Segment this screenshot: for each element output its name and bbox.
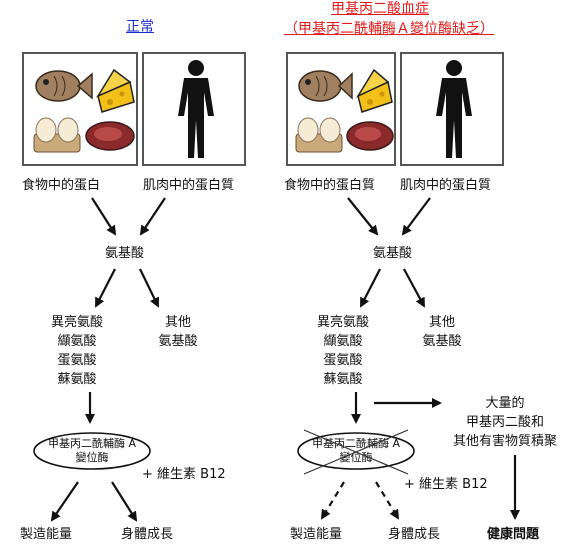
disease-accumulation-line: 甲基丙二酸和 bbox=[465, 415, 544, 430]
normal-bcaa-item: 纈氨酸 bbox=[57, 334, 97, 349]
fish-icon bbox=[35, 70, 93, 102]
disease-muscle-protein: 肌肉中的蛋白質 bbox=[400, 178, 492, 193]
normal-amino-acids: 氨基酸 bbox=[105, 246, 145, 261]
disease-enzyme-line: 甲基丙二酰輔酶 A bbox=[311, 437, 401, 450]
arrow bbox=[347, 197, 379, 236]
normal-energy: 製造能量 bbox=[20, 527, 73, 542]
arrow bbox=[91, 197, 117, 236]
normal-bcaa-list: 異亮氨酸 纈氨酸 蛋氨酸 蘇氨酸 bbox=[44, 313, 110, 389]
disease-bcaa-item: 異亮氨酸 bbox=[316, 315, 369, 330]
normal-title: 正常 bbox=[126, 19, 154, 35]
disease-other-line: 其他 bbox=[428, 315, 455, 330]
eggs-icon bbox=[295, 117, 343, 153]
disease-other-line: 氨基酸 bbox=[422, 334, 462, 349]
human-silhouette-icon bbox=[178, 60, 214, 158]
arrow bbox=[95, 268, 116, 308]
disease-title: 甲基丙二酸血症 bbox=[331, 1, 429, 17]
disease-vitamin-b12: + 維生素 B12 bbox=[404, 477, 488, 492]
enzyme-crossout bbox=[303, 429, 409, 475]
disease-accumulation-line: 大量的 bbox=[485, 396, 525, 411]
arrow bbox=[139, 268, 159, 308]
disease-other-amino: 其他 氨基酸 bbox=[414, 313, 470, 351]
disease-enzyme-label: 甲基丙二酰輔酶 A 變位酶 bbox=[300, 437, 412, 465]
normal-growth: 身體成長 bbox=[121, 527, 174, 542]
disease-amino-acids: 氨基酸 bbox=[373, 246, 413, 261]
arrow bbox=[401, 197, 431, 236]
arrow bbox=[111, 481, 138, 522]
disease-accumulation-line: 其他有害物質積聚 bbox=[452, 434, 557, 449]
body-panel-normal bbox=[142, 52, 246, 166]
cheese-icon bbox=[96, 68, 135, 113]
arrow bbox=[360, 268, 381, 308]
disease-enzyme-ellipse bbox=[297, 432, 415, 470]
arrow bbox=[50, 481, 79, 522]
disease-bcaa-item: 纈氨酸 bbox=[323, 334, 363, 349]
human-silhouette-icon bbox=[436, 60, 472, 158]
normal-bcaa-item: 蘇氨酸 bbox=[57, 372, 97, 387]
disease-health-problem: 健康問題 bbox=[487, 527, 540, 542]
steak-icon bbox=[346, 121, 394, 151]
disease-energy: 製造能量 bbox=[290, 527, 343, 542]
normal-vitamin-b12: + 維生素 B12 bbox=[142, 467, 226, 482]
disease-bcaa-item: 蘇氨酸 bbox=[323, 372, 363, 387]
normal-food-protein: 食物中的蛋白 bbox=[22, 178, 101, 193]
eggs-icon bbox=[33, 117, 81, 153]
normal-enzyme-line: 甲基丙二酰輔酶 A bbox=[47, 437, 137, 450]
arrow bbox=[139, 197, 166, 236]
disease-subtitle: （甲基丙二酰輔酶Ａ變位酶缺乏） bbox=[284, 21, 494, 37]
normal-enzyme-ellipse bbox=[33, 432, 151, 470]
normal-other-line: 其他 bbox=[164, 315, 191, 330]
cheese-icon bbox=[356, 68, 393, 113]
disease-bcaa-item: 蛋氨酸 bbox=[323, 353, 363, 368]
food-panel-normal bbox=[22, 52, 138, 166]
food-panel-disease bbox=[286, 52, 396, 166]
normal-bcaa-item: 異亮氨酸 bbox=[50, 315, 103, 330]
dashed-arrow bbox=[375, 481, 400, 520]
disease-bcaa-list: 異亮氨酸 纈氨酸 蛋氨酸 蘇氨酸 bbox=[310, 313, 376, 389]
normal-other-amino: 其他 氨基酸 bbox=[150, 313, 206, 351]
fish-icon bbox=[298, 70, 353, 102]
steak-icon bbox=[85, 121, 135, 151]
disease-food-protein: 食物中的蛋白質 bbox=[284, 178, 376, 193]
arrow bbox=[403, 268, 425, 308]
normal-other-line: 氨基酸 bbox=[158, 334, 198, 349]
disease-enzyme-line: 變位酶 bbox=[339, 451, 373, 464]
normal-muscle-protein: 肌肉中的蛋白質 bbox=[143, 178, 235, 193]
disease-growth: 身體成長 bbox=[388, 527, 441, 542]
dashed-arrow bbox=[320, 481, 345, 520]
normal-enzyme-line: 變位酶 bbox=[75, 451, 109, 464]
disease-accumulation: 大量的 甲基丙二酸和 其他有害物質積聚 bbox=[450, 394, 560, 451]
normal-enzyme-label: 甲基丙二酰輔酶 A 變位酶 bbox=[36, 437, 148, 465]
body-panel-disease bbox=[400, 52, 504, 166]
normal-bcaa-item: 蛋氨酸 bbox=[57, 353, 97, 368]
